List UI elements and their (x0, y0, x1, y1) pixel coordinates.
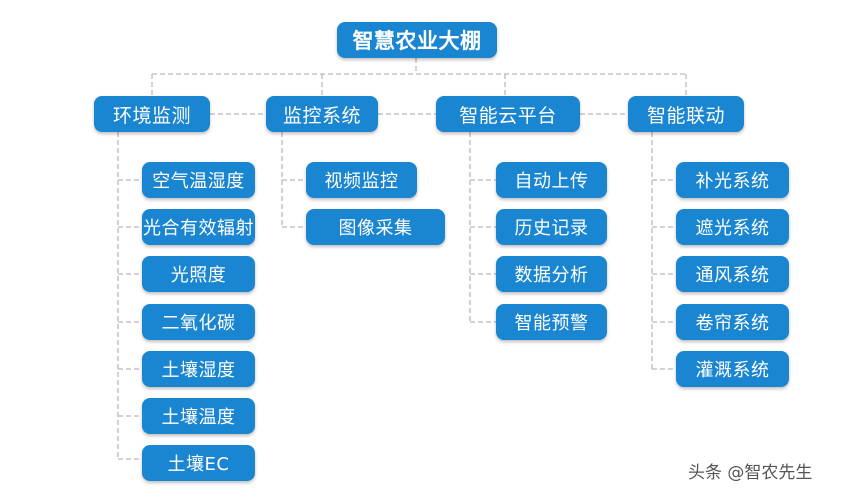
item-illuminance: 光照度 (142, 256, 255, 292)
root-node: 智慧农业大棚 (337, 22, 497, 58)
item-data-analysis: 数据分析 (496, 256, 607, 292)
item-video-monitoring: 视频监控 (306, 162, 417, 198)
category-environment-monitoring: 环境监测 (94, 96, 210, 132)
item-image-capture: 图像采集 (306, 209, 445, 245)
item-supplementary-light: 补光系统 (676, 162, 789, 198)
item-soil-ec: 土壤EC (142, 445, 255, 481)
item-auto-upload: 自动上传 (496, 162, 607, 198)
item-air-temp-humidity: 空气温湿度 (142, 162, 255, 198)
category-monitoring-system: 监控系统 (266, 96, 378, 132)
category-smart-linkage: 智能联动 (628, 96, 744, 132)
item-co2: 二氧化碳 (142, 304, 255, 340)
item-irrigation-system: 灌溉系统 (676, 351, 789, 387)
item-soil-temperature: 土壤温度 (142, 398, 255, 434)
item-smart-warning: 智能预警 (496, 304, 607, 340)
item-ventilation-system: 通风系统 (676, 256, 789, 292)
item-roller-shutter-system: 卷帘系统 (676, 304, 789, 340)
item-history-records: 历史记录 (496, 209, 607, 245)
watermark-text: 头条 @智农先生 (688, 463, 813, 483)
category-smart-cloud-platform: 智能云平台 (436, 96, 580, 132)
item-shading-system: 遮光系统 (676, 209, 789, 245)
item-soil-humidity: 土壤湿度 (142, 351, 255, 387)
item-par-radiation: 光合有效辐射 (142, 209, 255, 245)
